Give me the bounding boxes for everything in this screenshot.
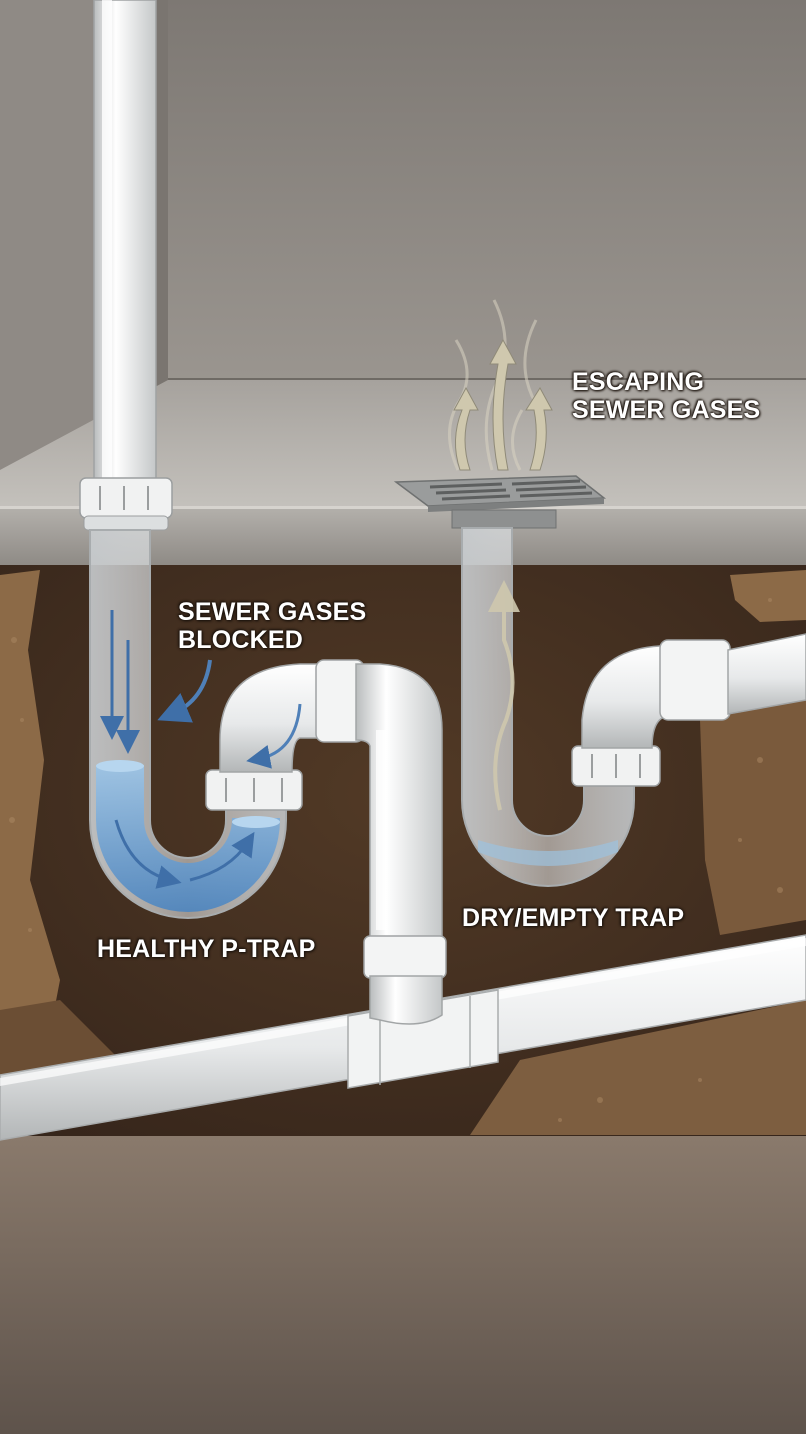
gas-arrow-icon	[488, 580, 520, 811]
gases-blocked-line-2: BLOCKED	[178, 626, 304, 654]
water-flow-arrow-icon	[100, 610, 255, 889]
floor-slab-top	[0, 380, 806, 508]
blocked-pointer-arrow	[157, 659, 212, 723]
escaping-gases-label: ESCAPING SEWER GASES	[572, 368, 760, 424]
dry-trap-residual-water	[478, 840, 618, 866]
healthy-trap-label: HEALTHY P-TRAP	[97, 935, 316, 963]
gases-blocked-label: SEWER GASES BLOCKED	[178, 598, 366, 654]
lower-coupling	[363, 935, 447, 979]
right-elbow-coupling	[659, 639, 731, 721]
slip-nut-left-outlet	[205, 769, 303, 811]
right-branch-pipe	[727, 633, 806, 715]
slip-nut-right-outlet	[571, 745, 661, 787]
escaping-gases-line-2: SEWER GASES	[572, 396, 761, 424]
slip-nut-top	[79, 477, 173, 531]
trap-water-seal	[96, 765, 280, 912]
escaping-gases-line-1: ESCAPING	[572, 368, 705, 396]
dry-trap-label: DRY/EMPTY TRAP	[462, 904, 685, 932]
trap-arm-elbow	[219, 663, 341, 773]
bottom-panel	[0, 1136, 806, 1434]
drain-grate-icon	[393, 475, 607, 529]
gases-blocked-line-1: SEWER GASES	[178, 598, 367, 626]
gas-arrow-icon	[453, 338, 553, 471]
